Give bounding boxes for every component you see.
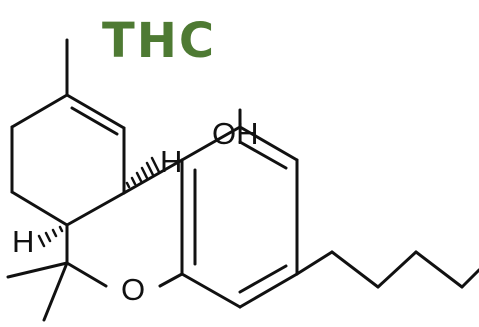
bond-ar-3	[238, 125, 299, 162]
molecule-skeleton	[6, 38, 479, 322]
bond-ar-5-inner	[238, 264, 288, 294]
bond-c7-c6a	[10, 190, 69, 227]
bond-chain-3	[376, 250, 418, 289]
hashed-wedge-upper	[125, 156, 161, 189]
bond-c6-o	[65, 261, 108, 288]
bond-chain-1	[295, 250, 334, 276]
bond-c9-c10-inner	[70, 106, 119, 136]
bond-o-c4a	[158, 272, 184, 288]
bond-chain-4	[414, 250, 464, 289]
bond-methyl-down	[42, 261, 69, 322]
bond-chain-2	[330, 250, 380, 289]
bond-methyl-left	[6, 261, 69, 279]
bond-c10a-c10b	[122, 158, 184, 195]
atom-label-oh: OH	[212, 116, 259, 151]
bond-c6a-c10a	[65, 191, 126, 227]
bond-ar-5	[238, 272, 299, 309]
bond-c9-c8	[10, 93, 69, 129]
diagram-title: THC	[102, 13, 216, 69]
bond-c9-c10	[65, 93, 126, 130]
atom-label-h-upper: H	[160, 144, 182, 179]
hashed-wedge-lower	[37, 225, 64, 248]
bond-ar-6	[180, 272, 242, 309]
atom-label-ring-oxygen: O	[121, 272, 145, 307]
bond-ar-3-inner	[238, 140, 288, 170]
bond-chain-5	[460, 268, 479, 289]
bond-ar-2	[180, 125, 242, 162]
atom-label-h-lower: H	[12, 224, 34, 259]
